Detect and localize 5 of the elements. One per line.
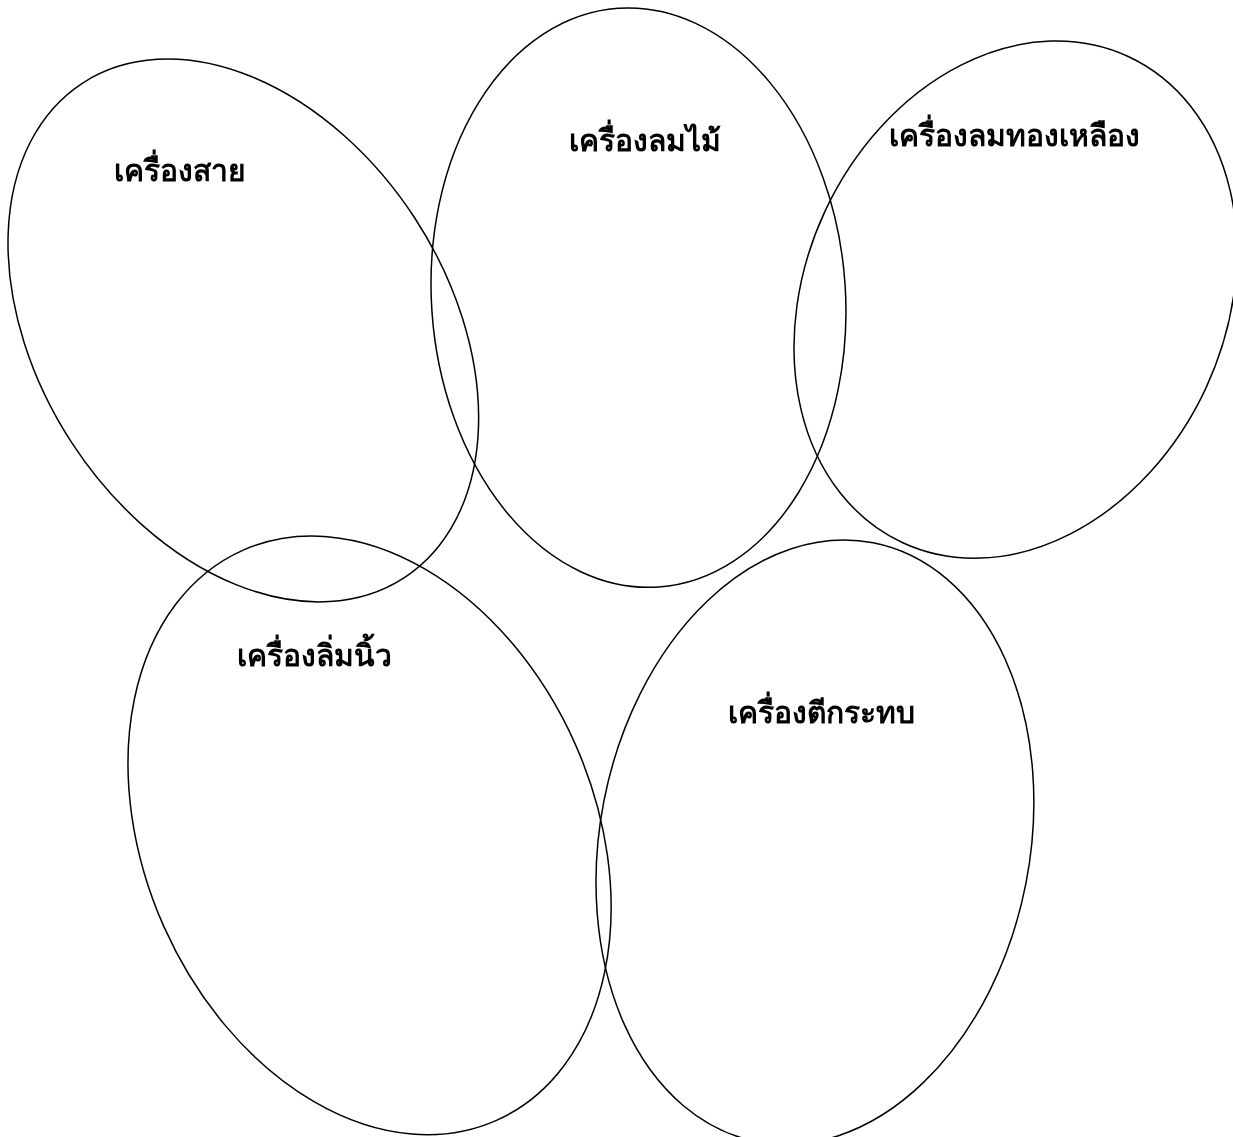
category-label: เครื่องลิ่มนิ้ว xyxy=(237,635,393,675)
category-label: เครื่องลมทองเหลือง xyxy=(889,115,1141,155)
category-label: เครื่องลมไม้ xyxy=(569,120,721,160)
category-label: เครื่องตีกระทบ xyxy=(728,692,916,732)
category-label: เครื่องสาย xyxy=(114,150,246,190)
